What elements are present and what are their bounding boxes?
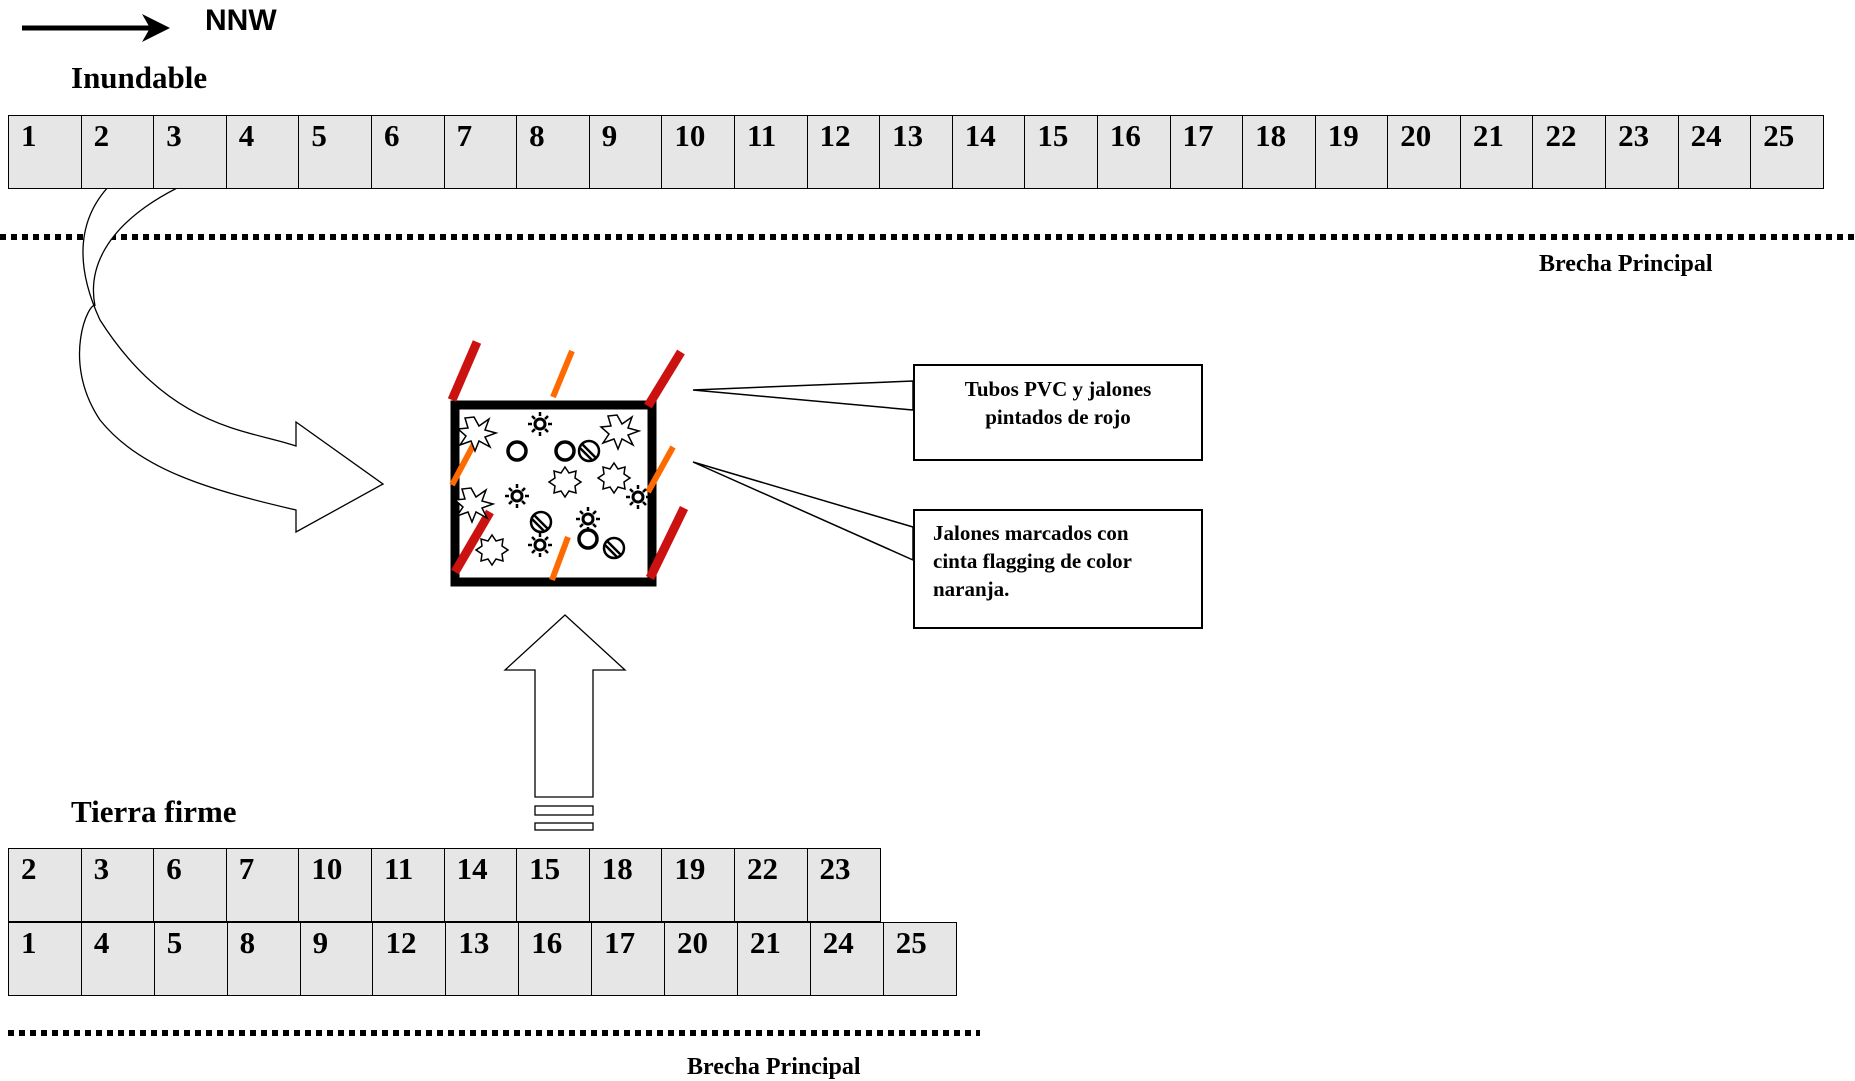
plot-cell: 19 [1314,115,1389,189]
plot-cell: 3 [153,115,228,189]
plot-cell: 18 [588,848,663,922]
plot-cell: 18 [1242,115,1317,189]
plot-cell: 25 [1750,115,1825,189]
plot-cell: 13 [879,115,954,189]
plot-cell: 13 [445,922,520,996]
orange-flag-stake [645,445,676,494]
plot-cell: 22 [1532,115,1607,189]
plot-cell: 17 [1169,115,1244,189]
plot-cell: 5 [298,115,373,189]
plot-cell: 24 [809,922,885,996]
direction-arrow-icon [22,14,170,42]
plot-cell: 23 [1605,115,1680,189]
plot-cell: 3 [80,848,155,922]
brecha-label-bottom: Brecha Principal [687,1054,861,1080]
star-outline-icon [474,461,632,567]
red-pvc-stake [644,349,685,409]
plot-cell: 12 [372,922,447,996]
plot-cell: 14 [951,115,1026,189]
brecha-label-top: Brecha Principal [1539,251,1713,277]
plot-cell: 24 [1677,115,1752,189]
plot-cell: 8 [516,115,591,189]
plot-cell: 10 [661,115,736,189]
plot-cell: 21 [736,922,812,996]
plot-cell: 14 [443,848,518,922]
plot-detail [447,340,689,587]
direction-label: NNW [205,4,277,37]
sun-symbol-icon [510,417,645,552]
plot-cell: 6 [370,115,446,189]
plot-cell: 23 [806,848,881,922]
callout-jalones-line: Jalones marcados con [933,521,1129,545]
tierra-firme-title: Tierra firme [71,794,237,829]
plot-cell: 2 [80,115,155,189]
red-pvc-stake [451,509,494,575]
plot-cell: 12 [806,115,881,189]
up-arrow-icon [503,614,627,831]
plot-cell: 7 [225,848,300,922]
plot-cell: 11 [370,848,446,922]
callout-jalones: Jalones marcados con cinta flagging de c… [913,509,1203,629]
red-pvc-stake [447,340,482,402]
plot-cell: 4 [225,115,300,189]
orange-flag-stake [449,438,479,487]
orange-flag-stake [549,535,571,582]
plot-cell: 9 [588,115,663,189]
plot-cell: 15 [516,848,591,922]
crossed-circle-icon [529,439,626,560]
plot-cell: 15 [1024,115,1099,189]
callout-jalones-line: naranja. [933,577,1010,601]
plot-cell: 8 [226,922,302,996]
red-pvc-stake [645,506,689,580]
callout-pvc-line: pintados de rojo [985,405,1131,429]
orange-flag-stake [550,349,575,399]
plot-cell: 19 [661,848,736,922]
plot-cell: 22 [733,848,809,922]
plot-cell: 16 [518,922,593,996]
plot-cell: 2 [8,848,83,922]
callout-pointer-jalones [692,461,914,562]
plot-cell: 25 [882,922,958,996]
callout-jalones-line: cinta flagging de color [933,549,1132,573]
plot-cell: 21 [1459,115,1534,189]
callout-pointer-pvc [692,380,914,411]
plot-cell: 10 [298,848,373,922]
plot-cell: 17 [591,922,666,996]
burst-symbol-icon [453,414,642,525]
inundable-title: Inundable [71,60,208,95]
circle-symbol-icon [506,440,599,550]
plot-cell: 1 [8,922,83,996]
plot-cell: 4 [80,922,156,996]
callout-pvc: Tubos PVC y jalones pintados de rojo [913,364,1203,461]
plot-cell: 11 [733,115,809,189]
curved-arrow-icon [78,115,385,534]
plot-cell: 20 [664,922,739,996]
plot-cell: 20 [1387,115,1462,189]
callout-pvc-line: Tubos PVC y jalones [964,377,1152,401]
plot-cell: 9 [299,922,374,996]
plot-cell: 5 [153,922,229,996]
plot-cell: 6 [153,848,228,922]
plot-cell: 1 [8,115,83,189]
plot-cell: 16 [1096,115,1171,189]
plot-cell: 7 [443,115,518,189]
